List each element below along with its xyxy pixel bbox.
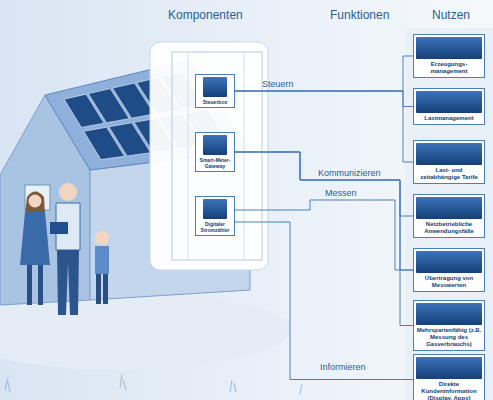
box-text: Direkte Kundeninformation (Display, Apps… — [416, 381, 482, 400]
connector-line — [235, 152, 413, 326]
function-label: Informieren — [320, 362, 366, 372]
icon — [203, 199, 227, 219]
box-text: Netzbetriebliche Anwendungsfälle — [416, 221, 482, 235]
icon — [203, 135, 227, 155]
function-label: Messen — [325, 188, 357, 198]
benefit-box: Lastmanagement — [413, 88, 485, 125]
woman-dress — [20, 212, 50, 265]
meter-cabinet — [172, 52, 262, 260]
connector-line — [235, 200, 413, 270]
icon — [416, 37, 482, 59]
icon — [416, 143, 482, 165]
cabinet-rail — [244, 52, 245, 260]
child-shirt — [95, 246, 109, 274]
box-text: Mehrspartenfähig (z.B. Messung des Gasve… — [416, 327, 482, 348]
box-text: Übertragung von Messwerten — [416, 275, 482, 289]
tablet — [50, 222, 68, 234]
component-box: Steuerbox — [195, 74, 235, 108]
connector-line — [235, 222, 413, 380]
box-text: Last- und zeitabhängige Tarife — [416, 167, 482, 181]
benefit-box: Netzbetriebliche Anwendungsfälle — [413, 194, 485, 238]
cabinet-rail — [188, 52, 189, 260]
child-leg — [96, 274, 101, 304]
column-heading: Funktionen — [330, 8, 389, 22]
woman-leg — [27, 265, 32, 305]
icon — [416, 357, 482, 379]
child-head — [95, 231, 109, 245]
icon — [416, 303, 482, 325]
icon — [416, 91, 482, 113]
column-heading: Komponenten — [168, 8, 243, 22]
icon — [203, 77, 227, 97]
connector-line — [235, 56, 413, 91]
benefit-box: Übertragung von Messwerten — [413, 248, 485, 292]
woman-leg — [38, 265, 43, 305]
function-label: Kommunizieren — [318, 168, 381, 178]
benefit-box: Erzeugungs- management — [413, 34, 485, 78]
function-label: Steuern — [262, 79, 294, 89]
icon — [416, 197, 482, 219]
benefit-box: Mehrspartenfähig (z.B. Messung des Gasve… — [413, 300, 485, 351]
man-head — [59, 183, 77, 201]
connector-line — [235, 91, 413, 162]
benefit-box: Last- und zeitabhängige Tarife — [413, 140, 485, 184]
box-text: Smart-Meter-Gateway — [198, 157, 232, 169]
icon — [416, 251, 482, 273]
grass — [5, 374, 302, 394]
connector-line — [235, 152, 413, 216]
box-text: Digitaler Stromzähler — [198, 221, 232, 233]
component-box: Digitaler Stromzähler — [195, 196, 235, 236]
box-text: Lastmanagement — [416, 115, 482, 122]
column-heading: Nutzen — [432, 8, 470, 22]
component-box: Smart-Meter-Gateway — [195, 132, 235, 172]
woman-face — [29, 195, 42, 208]
connector-line — [235, 91, 413, 107]
woman-hair — [25, 192, 45, 215]
man-trousers — [57, 250, 79, 315]
box-text: Steuerbox — [198, 99, 232, 105]
benefit-box: Direkte Kundeninformation (Display, Apps… — [413, 354, 485, 400]
component-panel — [150, 42, 268, 270]
box-text: Erzeugungs- management — [416, 61, 482, 75]
benefit-column-band — [405, 28, 493, 400]
child-leg — [103, 274, 108, 304]
connector-line — [235, 152, 413, 270]
